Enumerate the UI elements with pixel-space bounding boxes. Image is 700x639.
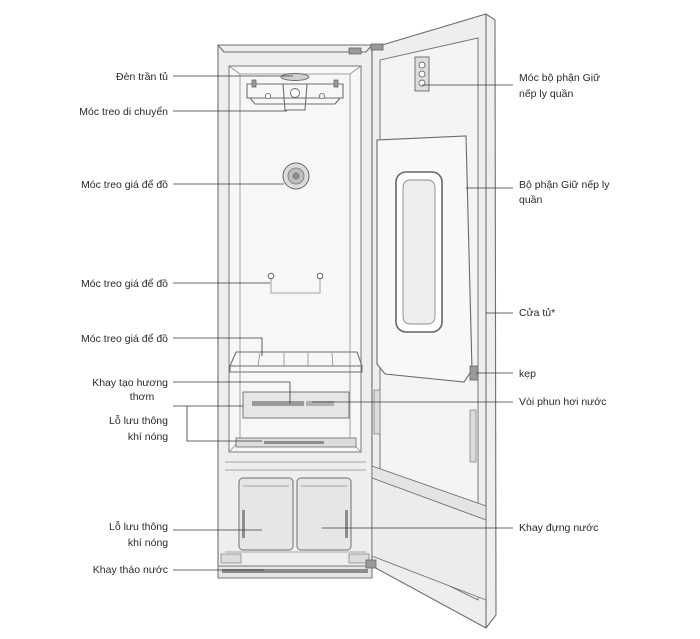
ceiling-light [280, 73, 310, 81]
hot-air-vent-top [235, 437, 357, 448]
label-crease-hook-line2: nếp ly quần [519, 88, 573, 100]
labels-left: Đèn trần tủ Móc treo di chuyển Móc treo … [79, 71, 168, 576]
label-shelf-hook-1: Móc treo giá để đồ [81, 179, 168, 191]
label-aroma-tray-line1: Khay tạo hương [92, 377, 168, 389]
label-shelf-hook-3: Móc treo giá để đồ [81, 333, 168, 345]
water-tank-right [296, 477, 352, 551]
pants-crease-unit [376, 135, 473, 383]
pants-crease-hook [414, 56, 430, 92]
label-moving-hanger: Móc treo di chuyển [79, 106, 168, 118]
door-strip-left [373, 389, 381, 435]
leader-lines [173, 75, 513, 571]
label-steam-nozzle: Vòi phun hơi nước [519, 396, 606, 408]
middle-shelf-hooks [267, 272, 324, 294]
label-crease-hook-line1: Móc bộ phận Giữ [519, 72, 600, 84]
leader-aroma-tray [173, 381, 291, 404]
shelf-rack [229, 351, 363, 373]
leader-rack-hook [173, 337, 263, 356]
label-hot-air-bottom-line1: Lỗ lưu thông [109, 520, 168, 533]
aroma-tray [242, 391, 350, 419]
door-strip-right [469, 409, 477, 463]
label-hot-air-top-line1: Lỗ lưu thông [109, 414, 168, 427]
labels-right: Móc bộ phận Giữ nếp ly quần Bộ phận Giữ … [519, 72, 610, 534]
label-hot-air-top-line2: khí nóng [128, 431, 168, 443]
label-ceiling-light: Đèn trần tủ [116, 71, 168, 83]
label-clip: kẹp [519, 368, 536, 380]
label-aroma-tray-line2: thơm [130, 391, 155, 403]
label-door: Cửa tủ* [519, 307, 555, 319]
label-crease-unit-line2: quần [519, 194, 543, 206]
label-hot-air-bottom-line2: khí nóng [128, 537, 168, 549]
leader-hot-air-top [173, 405, 262, 442]
label-shelf-hook-2: Móc treo giá để đồ [81, 278, 168, 290]
round-shelf-hook [282, 162, 310, 190]
water-tank-left [238, 477, 294, 551]
label-drain-tray: Khay tháo nước [93, 564, 168, 576]
label-water-tank: Khay đựng nước [519, 522, 598, 534]
label-crease-unit-line1: Bộ phận Giữ nếp ly [519, 179, 610, 191]
moving-hanger [246, 79, 344, 111]
inner-chamber [228, 65, 362, 453]
